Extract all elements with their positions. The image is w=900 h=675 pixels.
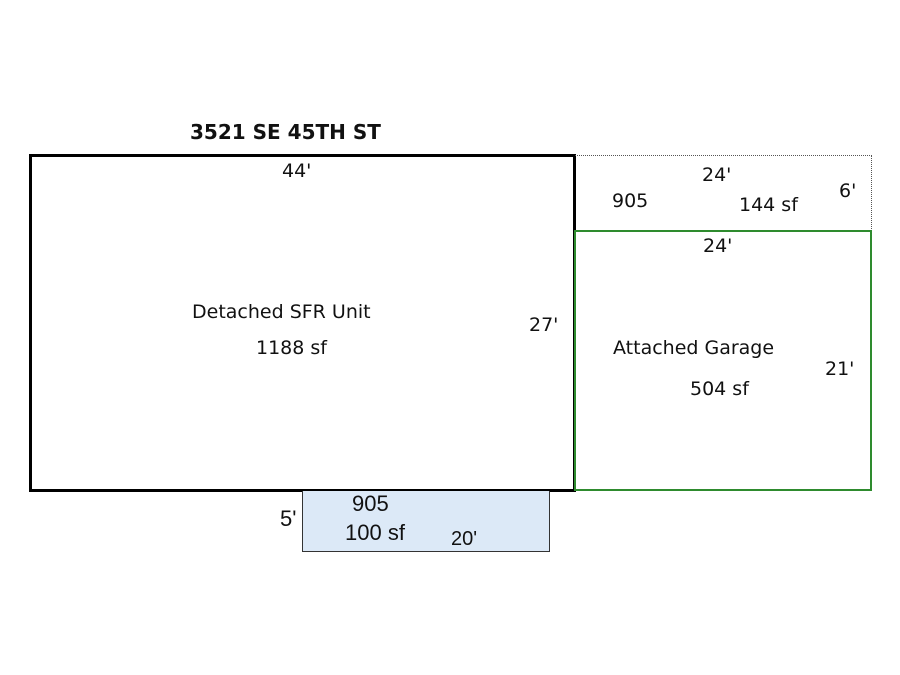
- main-unit-outline: [29, 154, 576, 492]
- garage-label: Attached Garage: [613, 337, 775, 359]
- main-width-label: 44': [282, 160, 312, 182]
- main-unit-label: Detached SFR Unit: [192, 301, 371, 323]
- main-depth-label: 27': [529, 314, 559, 336]
- garage-depth-label: 21': [825, 358, 855, 380]
- upper-depth-label: 6': [839, 180, 857, 202]
- porch-outline: [302, 491, 550, 552]
- porch-code: 905: [352, 491, 389, 516]
- garage-area: 504 sf: [690, 378, 749, 400]
- porch-depth-label: 5': [280, 506, 297, 531]
- address-title: 3521 SE 45TH ST: [190, 120, 381, 144]
- garage-outline: [574, 230, 872, 491]
- porch-area: 100 sf: [345, 520, 405, 545]
- upper-area-size: 144 sf: [739, 194, 798, 216]
- upper-area-code: 905: [612, 190, 649, 212]
- porch-width-label: 20': [451, 528, 478, 550]
- upper-width-label: 24': [702, 164, 732, 186]
- garage-width-label: 24': [703, 235, 733, 257]
- main-unit-area: 1188 sf: [256, 337, 327, 359]
